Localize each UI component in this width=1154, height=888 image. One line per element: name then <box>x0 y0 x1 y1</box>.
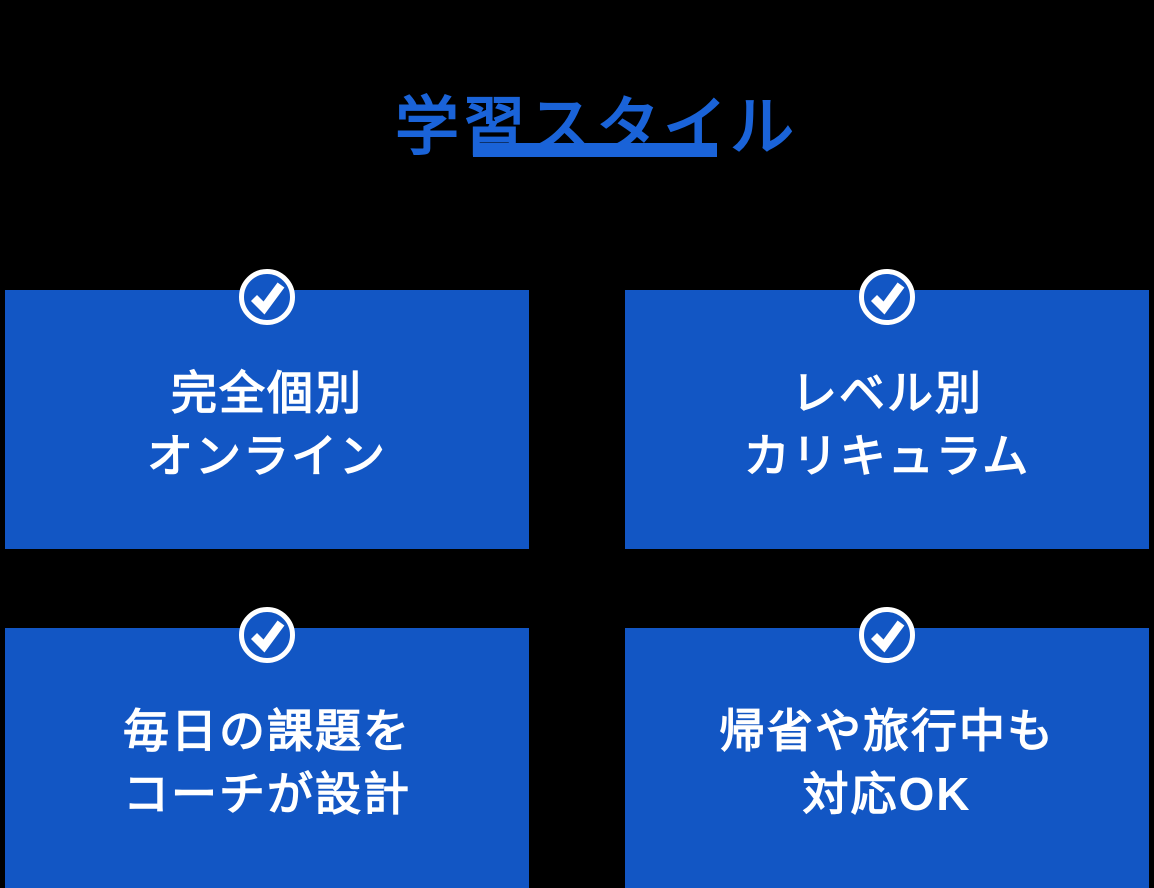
check-circle-icon <box>859 269 915 325</box>
card-text: 毎日の課題を コーチが設計 <box>123 690 411 826</box>
feature-card-coach: 毎日の課題を コーチが設計 <box>5 607 529 888</box>
card-line-1: 完全個別 <box>171 366 363 419</box>
check-circle-icon <box>239 607 295 663</box>
feature-card-travel: 帰省や旅行中も 対応OK <box>625 607 1149 888</box>
card-text: 完全個別 オンライン <box>147 352 387 488</box>
card-line-1: 毎日の課題を <box>123 705 411 757</box>
card-line-2: カリキュラム <box>743 429 1031 482</box>
card-line-2: オンライン <box>147 429 387 482</box>
card-text: 帰省や旅行中も 対応OK <box>719 690 1055 826</box>
check-circle-icon <box>859 607 915 663</box>
card-line-1: 帰省や旅行中も <box>719 705 1055 757</box>
feature-card-curriculum: レベル別 カリキュラム <box>625 269 1149 549</box>
card-line-1: レベル別 <box>791 366 983 419</box>
check-circle-icon <box>239 269 295 325</box>
card-line-2: コーチが設計 <box>123 768 411 820</box>
card-line-2: 対応OK <box>802 768 972 820</box>
card-text: レベル別 カリキュラム <box>744 352 1031 488</box>
title-underline <box>473 143 717 157</box>
feature-card-online: 完全個別 オンライン <box>5 269 529 549</box>
